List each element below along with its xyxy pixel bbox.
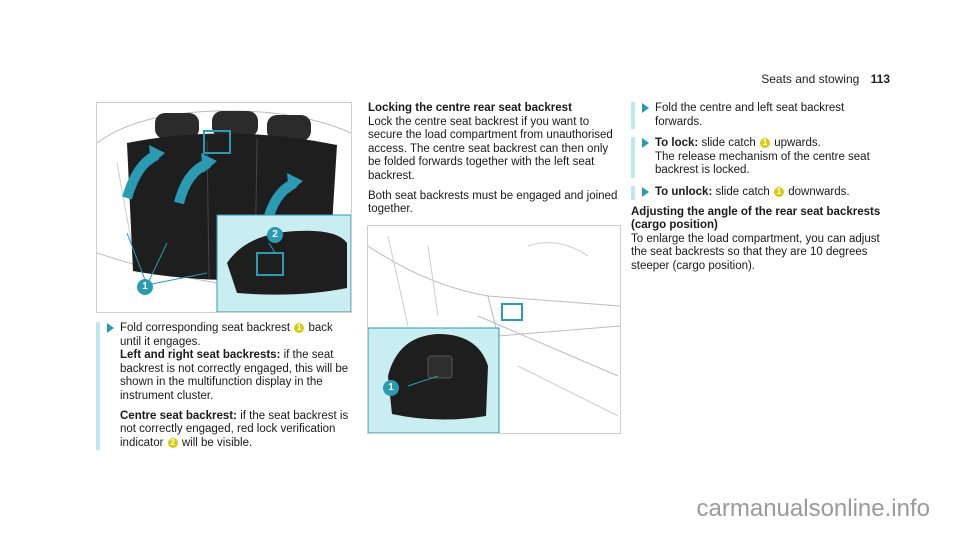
- watermark: carmanualsonline.info: [696, 495, 930, 522]
- instruction-step: Fold the centre and left seat backrest f…: [631, 102, 893, 130]
- page-number: 113: [870, 72, 890, 86]
- instruction-step: Fold corresponding seat backrest 1 back …: [96, 322, 352, 451]
- instruction-step: To lock: slide catch 1 upwards. The rele…: [631, 137, 893, 178]
- page-header: Seats and stowing 113: [761, 72, 890, 86]
- ref-badge: 1: [294, 323, 305, 333]
- ref-badge: 1: [759, 138, 770, 149]
- figure-load-compartment: 1: [367, 225, 621, 434]
- paragraph: Lock the centre seat backrest if you wan…: [368, 115, 613, 182]
- section-title: Seats and stowing: [761, 72, 860, 86]
- step-arrow-icon: [642, 138, 649, 149]
- column-3-text: Fold the centre and left seat backrest f…: [631, 102, 893, 280]
- callout-badge-2: 2: [267, 227, 283, 243]
- step-arrow-icon: [642, 103, 649, 113]
- instruction-step: To unlock: slide catch 1 downwards.: [631, 185, 893, 200]
- paragraph: To enlarge the load compartment, you can…: [631, 232, 880, 272]
- ref-badge: 2: [167, 437, 178, 448]
- step-arrow-icon: [107, 323, 114, 333]
- ref-badge: 1: [774, 186, 785, 197]
- section-heading: Adjusting the angle of the rear seat bac…: [631, 205, 881, 232]
- step-arrow-icon: [642, 186, 649, 197]
- callout-badge-1: 1: [137, 279, 153, 295]
- figure-rear-seats: 1 2: [96, 102, 352, 313]
- column-2-text: Locking the centre rear seat backrest Lo…: [368, 102, 620, 223]
- section-heading: Locking the centre rear seat backrest: [368, 102, 572, 114]
- paragraph: Both seat backrests must be engaged and …: [368, 189, 618, 216]
- callout-badge-1: 1: [383, 380, 399, 396]
- column-1-text: Fold corresponding seat backrest 1 back …: [96, 322, 352, 456]
